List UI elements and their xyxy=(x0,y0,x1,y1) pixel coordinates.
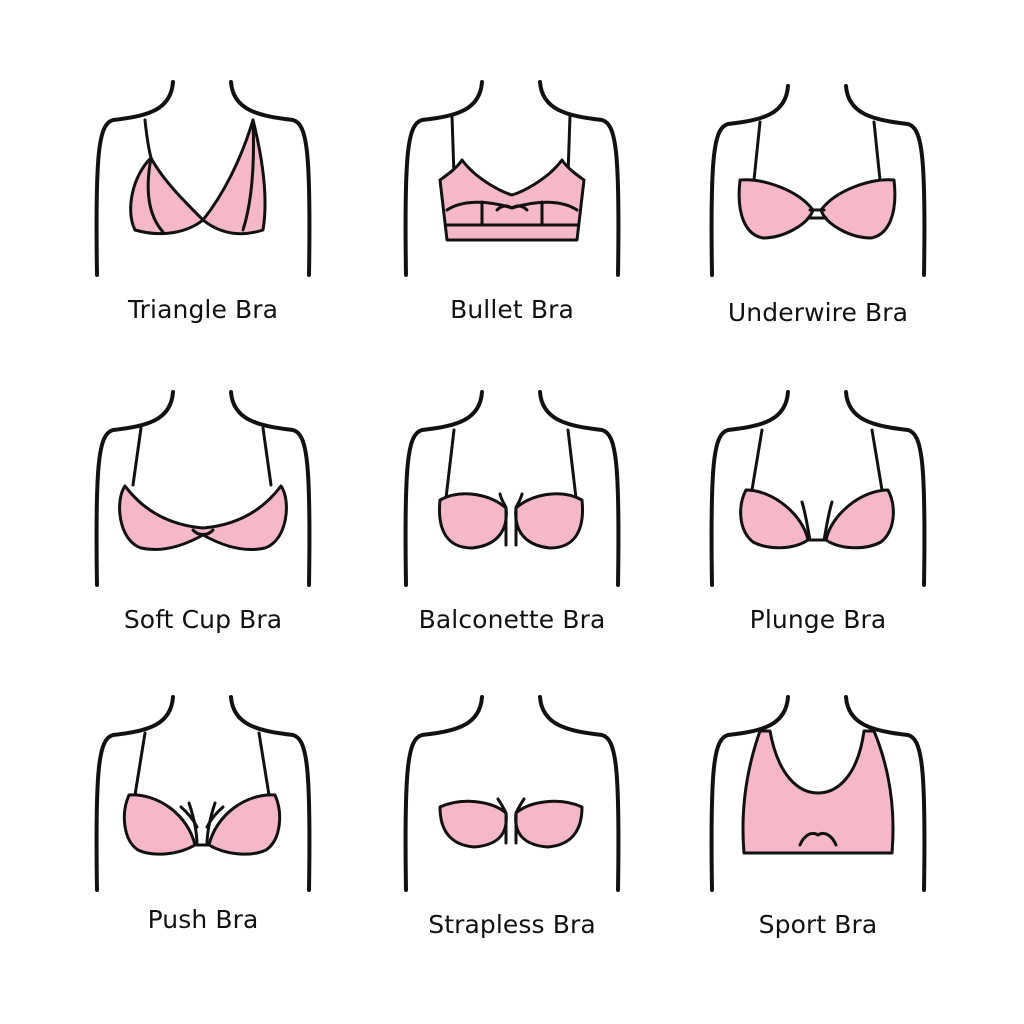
bra-item-sport: Sport Bra xyxy=(668,695,968,995)
triangle-bra-icon xyxy=(94,80,312,277)
caption: Bullet Bra xyxy=(450,295,574,324)
bra-item-triangle: Triangle Bra xyxy=(53,80,353,380)
caption: Underwire Bra xyxy=(727,298,909,327)
bra-item-push: Push Bra xyxy=(53,695,353,995)
caption: Push Bra xyxy=(147,905,259,934)
caption: Strapless Bra xyxy=(428,910,596,939)
strapless-bra-icon xyxy=(403,695,621,892)
bra-item-soft-cup: Soft Cup Bra xyxy=(53,390,353,690)
bra-item-balconette: Balconette Bra xyxy=(362,390,662,690)
bra-item-plunge: Plunge Bra xyxy=(668,390,968,690)
bra-item-strapless: Strapless Bra xyxy=(362,695,662,995)
caption: Soft Cup Bra xyxy=(123,605,283,634)
bra-item-underwire: Underwire Bra xyxy=(668,80,968,380)
bra-item-bullet: Bullet Bra xyxy=(362,80,662,380)
push-bra-icon xyxy=(94,695,312,892)
plunge-bra-icon xyxy=(709,390,927,587)
sport-bra-icon xyxy=(709,695,927,892)
caption: Sport Bra xyxy=(758,910,878,939)
caption: Plunge Bra xyxy=(749,605,887,634)
underwire-bra-icon xyxy=(709,84,927,277)
soft-cup-bra-icon xyxy=(94,390,312,587)
caption: Balconette Bra xyxy=(418,605,606,634)
caption: Triangle Bra xyxy=(127,295,279,324)
balconette-bra-icon xyxy=(403,390,621,587)
bullet-bra-icon xyxy=(403,80,621,277)
